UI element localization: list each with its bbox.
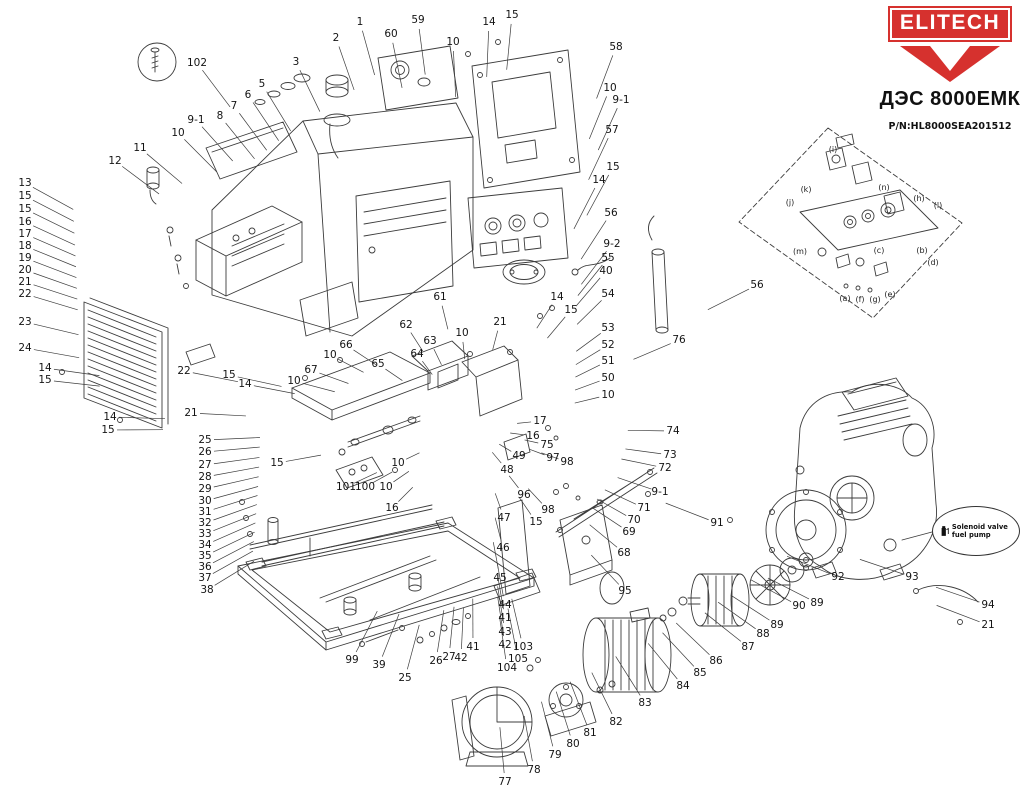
hardware-dots [59,39,733,672]
radiator-grille [83,297,169,429]
rear-panel [471,49,581,189]
rotor-86 [659,573,750,627]
filler-cap-parts [254,73,351,159]
upper-frame-rails [239,499,445,567]
model-title: ДЭС 8000ЕМК [879,88,1021,110]
bracket-50-53 [461,345,523,417]
solenoid-note-text: Solenoid valve fuel pump [951,522,1008,539]
electrical-inset [738,127,963,319]
coupling-parts [544,680,616,737]
canopy-housing [211,102,474,337]
flywheel-housing [765,489,847,571]
top-left-panel [205,121,298,180]
leader-lines [32,23,980,774]
plate-100-101 [335,456,384,489]
bracket-22 [185,343,216,366]
brand-block: ELITECH ДЭС 8000ЕМК P/N:HL8000SEA201512 [872,6,1028,132]
top-gauge-plate [377,45,459,111]
stator-83 [582,607,672,693]
wire-40-55 [571,257,611,276]
part-number: P/N:HL8000SEA201512 [888,121,1012,132]
inner-control-box [195,205,303,297]
left-screws [166,226,189,289]
exhaust-pipe-76 [648,215,669,334]
solenoid-pointer [901,531,933,541]
solenoid-note: Solenoid valve fuel pump [932,506,1020,556]
bracket-68-69 [559,504,625,605]
engine-block [793,377,937,581]
brand-logo: ELITECH [887,6,1013,42]
brand-logo-v-icon [900,46,1000,82]
scroll-housing-78 [451,686,533,767]
outlet-panel [502,259,546,285]
circled-part-102 [137,42,177,82]
control-panel [467,187,569,269]
fuel-pump-icon [941,526,949,536]
wire-94 [913,585,979,625]
axle-65 [338,415,421,456]
